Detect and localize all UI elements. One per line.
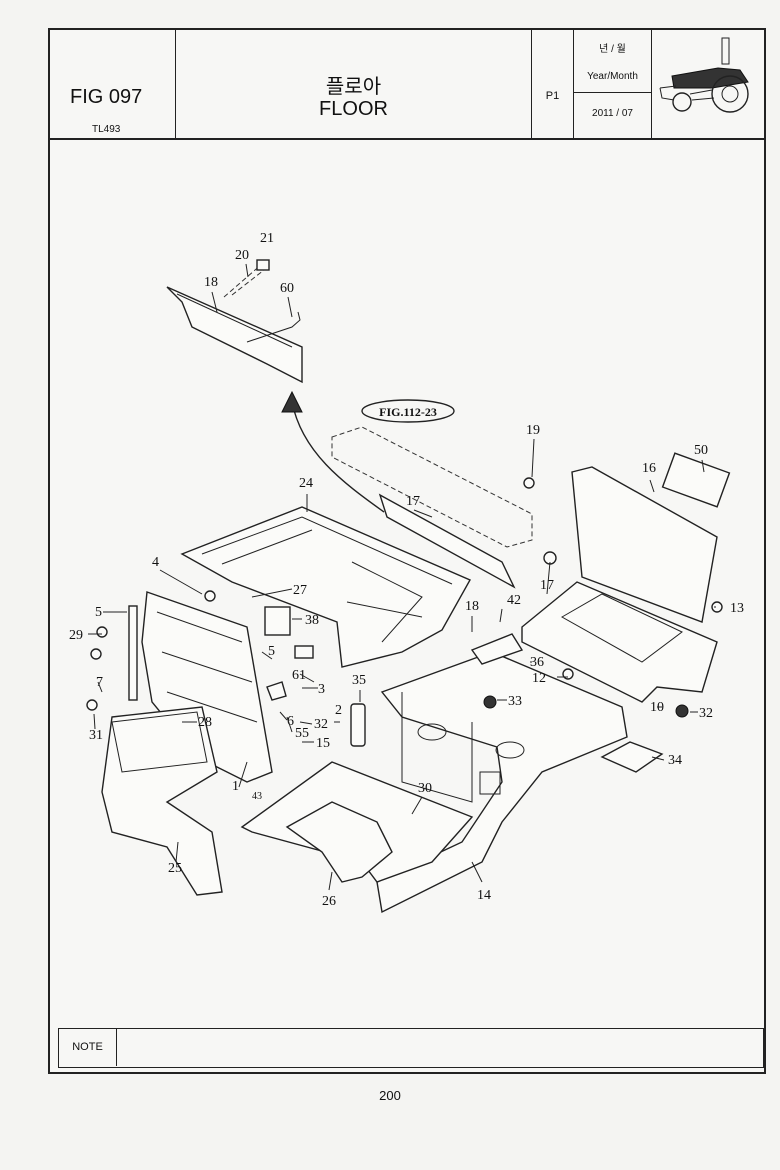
rubber-strip <box>350 703 366 747</box>
tractor-icon <box>659 37 749 113</box>
figure-number: FIG 097 <box>70 86 143 108</box>
clip-3 <box>266 681 287 701</box>
callout: 32 <box>699 706 713 721</box>
cover-plate <box>600 741 664 773</box>
callout: 26 <box>322 894 336 909</box>
page-cell: P1 <box>532 30 574 138</box>
callout: 18 <box>204 275 218 290</box>
dash-cover <box>101 706 223 896</box>
rear-floor <box>521 581 718 703</box>
callout-labels: 21 20 18 60 19 50 16 24 17 17 4 27 5 38 … <box>69 231 744 909</box>
bolt-7 <box>90 648 102 660</box>
date-value: 2011 / 07 <box>592 108 633 119</box>
bushing-33 <box>483 695 497 709</box>
bolt-13 <box>711 601 723 613</box>
callout: 25 <box>168 861 182 876</box>
callout: 61 <box>292 668 306 683</box>
upper-detail-panel <box>166 259 303 384</box>
callout: 21 <box>260 231 274 246</box>
callout: 30 <box>418 781 432 796</box>
callout: 17 <box>406 494 420 509</box>
callout: 31 <box>89 728 103 743</box>
callout: 12 <box>532 671 546 686</box>
callout: 35 <box>352 673 366 688</box>
callout: 27 <box>293 583 307 598</box>
callout: 4 <box>152 555 159 570</box>
sheet-header: FIG 097 TL493 플로아 FLOOR P1 년 / 월 Year/Mo… <box>50 30 764 140</box>
page-indicator: P1 <box>545 90 560 102</box>
dashed-crossmember <box>331 426 533 548</box>
callout: 15 <box>316 736 330 751</box>
figure-reference-label: FIG.112-23 <box>379 405 437 419</box>
bushing-32 <box>675 704 689 718</box>
callout: 5 <box>95 605 102 620</box>
bolt-19 <box>523 477 535 489</box>
callout: 5 <box>268 644 275 659</box>
title-cell: 플로아 FLOOR <box>176 30 532 138</box>
callout: 38 <box>305 613 319 628</box>
callout: 3 <box>318 682 325 697</box>
leader-lines <box>88 263 716 891</box>
title-korean: 플로아 <box>325 76 382 98</box>
tractor-thumbnail <box>652 30 764 138</box>
callout: 28 <box>198 715 212 730</box>
exploded-parts-diagram: FIG.112-23 <box>69 231 744 914</box>
parts-sheet: FIG 097 TL493 플로아 FLOOR P1 년 / 월 Year/Mo… <box>48 28 766 1074</box>
date-label-korean: 년 / 월 <box>599 44 626 55</box>
callout: 24 <box>299 476 313 491</box>
callout: 14 <box>477 888 491 903</box>
callout: 29 <box>69 628 83 643</box>
callout: 50 <box>694 443 708 458</box>
callout: 43 <box>252 791 262 802</box>
callout: 42 <box>507 593 521 608</box>
figure-cell: FIG 097 TL493 <box>50 30 176 138</box>
callout: 20 <box>235 248 249 263</box>
grommet-plate <box>264 606 291 636</box>
small-pad <box>294 645 314 659</box>
callout: 55 <box>295 726 309 741</box>
callout: 7 <box>96 675 103 690</box>
model-code: TL493 <box>92 124 121 135</box>
date-label: Year/Month <box>587 71 638 82</box>
front-panel <box>128 591 273 783</box>
bolt-31 <box>86 699 98 711</box>
callout: 6 <box>287 714 294 729</box>
callout: 60 <box>280 281 294 296</box>
callout: 33 <box>508 694 522 709</box>
nut-29 <box>96 626 108 638</box>
floor-mat <box>180 506 471 668</box>
callout: 18 <box>465 599 479 614</box>
reference-arrow <box>291 401 385 513</box>
callout: 36 <box>530 655 544 670</box>
figure-reference-oval <box>361 399 455 423</box>
callout: 34 <box>668 753 682 768</box>
date-cell: 년 / 월 Year/Month 2011 / 07 <box>574 30 652 138</box>
callout: 13 <box>730 601 744 616</box>
callout: 19 <box>526 423 540 438</box>
title-english: FLOOR <box>319 98 388 120</box>
date-divider <box>574 92 651 93</box>
arrow-head <box>281 390 303 413</box>
callout: 32 <box>314 717 328 732</box>
bracket-36 <box>470 633 524 665</box>
main-frame <box>240 651 628 914</box>
clip-4 <box>204 590 216 602</box>
page-number: 200 <box>379 1088 401 1103</box>
note-label: NOTE <box>59 1029 117 1066</box>
callout: 17 <box>540 578 554 593</box>
callout: 1 <box>232 779 239 794</box>
callout: 2 <box>335 703 342 718</box>
rear-floor-bar <box>378 493 516 589</box>
floor-mat-front <box>285 801 393 883</box>
note-row: NOTE <box>58 1028 764 1068</box>
callout: 16 <box>642 461 656 476</box>
